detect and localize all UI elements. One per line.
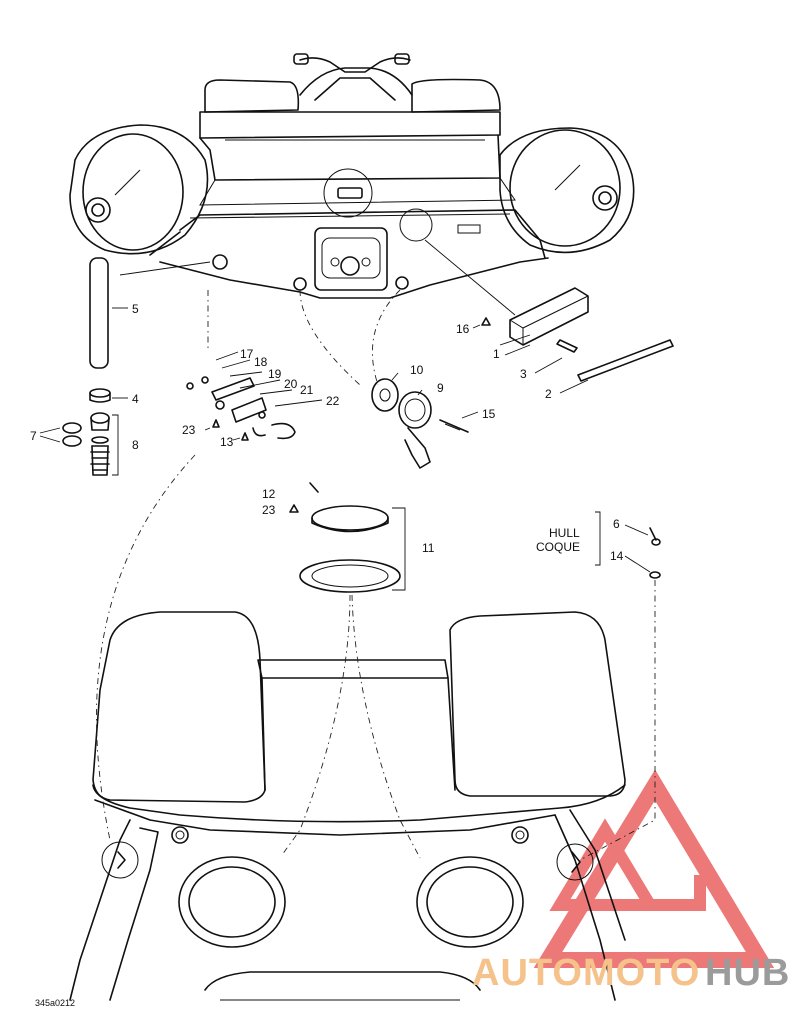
watermark-text: AUTOMOTO HUB bbox=[472, 952, 790, 994]
callout-23-bracket: 23 bbox=[182, 423, 196, 437]
callout-15: 15 bbox=[482, 407, 496, 421]
callout-21: 21 bbox=[300, 383, 314, 397]
part-rod bbox=[577, 339, 674, 382]
callout-5: 5 bbox=[132, 302, 139, 316]
part-orings-7 bbox=[62, 422, 82, 447]
callout-14: 14 bbox=[610, 549, 624, 563]
part-pin bbox=[556, 339, 578, 353]
part-nut-16 bbox=[481, 317, 491, 326]
callout-12: 12 bbox=[262, 487, 276, 501]
callout-20: 20 bbox=[284, 377, 298, 391]
callout-18: 18 bbox=[254, 355, 268, 369]
watermark-text-part1: AUTOMOTO bbox=[472, 952, 700, 994]
part-hull-fasteners bbox=[649, 527, 661, 579]
callout-19: 19 bbox=[268, 367, 282, 381]
callout-6: 6 bbox=[613, 517, 620, 531]
lower-hull-assembly bbox=[69, 611, 626, 1001]
callout-13: 13 bbox=[220, 435, 234, 449]
coque-label: COQUE bbox=[536, 540, 580, 554]
callout-22: 22 bbox=[326, 394, 340, 408]
drawing-code: 345a0212 bbox=[35, 998, 75, 1008]
callout-4: 4 bbox=[132, 392, 139, 406]
upper-assembly bbox=[69, 53, 635, 299]
part-drain bbox=[371, 378, 469, 469]
part-rail bbox=[509, 287, 589, 346]
callout-9: 9 bbox=[437, 381, 444, 395]
callout-3: 3 bbox=[520, 367, 527, 381]
part-clamp-4 bbox=[89, 388, 111, 403]
callout-10: 10 bbox=[410, 363, 424, 377]
watermark-text-part2: HUB bbox=[705, 952, 790, 994]
part-bellows-8 bbox=[90, 412, 110, 476]
part-bracket bbox=[186, 376, 296, 441]
callout-16: 16 bbox=[456, 322, 470, 336]
callout-2: 2 bbox=[545, 387, 552, 401]
hull-label: HULL bbox=[549, 526, 580, 540]
watermark-logo-icon bbox=[533, 769, 775, 968]
part-cover-11 bbox=[289, 482, 401, 593]
assembly-lines bbox=[96, 239, 656, 861]
part-tube-5 bbox=[89, 257, 109, 369]
callout-1: 1 bbox=[493, 347, 500, 361]
callout-7: 7 bbox=[30, 429, 37, 443]
callout-17: 17 bbox=[240, 347, 254, 361]
callout-11: 11 bbox=[422, 541, 435, 555]
callout-numbers: 1 2 3 4 5 6 7 8 9 10 11 12 13 14 15 16 1… bbox=[30, 302, 624, 1008]
callout-8: 8 bbox=[132, 438, 139, 452]
callout-23-cover: 23 bbox=[262, 503, 276, 517]
leader-lines bbox=[39, 307, 651, 591]
